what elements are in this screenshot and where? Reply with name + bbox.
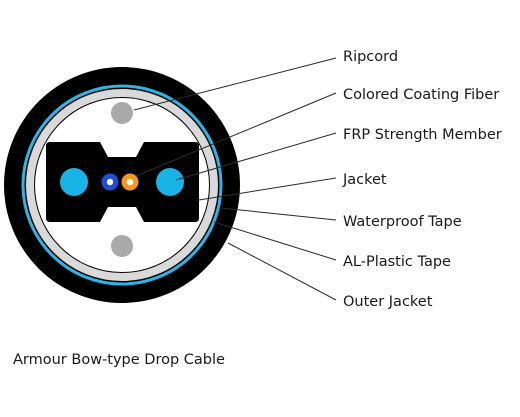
leader-waterproof-tape [220,207,337,221]
label-outer-jacket: Outer Jacket [343,294,433,310]
label-frp-strength-member: FRP Strength Member [343,127,502,143]
label-waterproof-tape: Waterproof Tape [343,214,462,230]
al-plastic-tape-ring [26,89,218,281]
colored-fiber-blue-core [106,178,114,186]
leader-colored-fiber [135,92,337,177]
diagram-caption: Armour Bow-type Drop Cable [13,352,225,368]
label-ripcord: Ripcord [343,49,398,65]
waterproof-tape-ring [21,84,223,286]
leader-ripcord [133,57,337,111]
leader-al-plastic-tape [213,221,337,261]
leader-outer-jacket [227,242,337,301]
leader-jacket [198,177,337,201]
frp-strength-member-left [60,168,88,196]
label-al-plastic-tape: AL-Plastic Tape [343,254,451,270]
leader-frp-member [175,132,337,181]
label-jacket: Jacket [342,172,387,188]
ripcord-bottom [111,235,133,257]
frp-strength-member-right [156,168,184,196]
ripcord-top [111,102,133,124]
colored-fiber-orange-core [126,178,134,186]
label-colored-coating-fiber: Colored Coating Fiber [343,87,499,103]
